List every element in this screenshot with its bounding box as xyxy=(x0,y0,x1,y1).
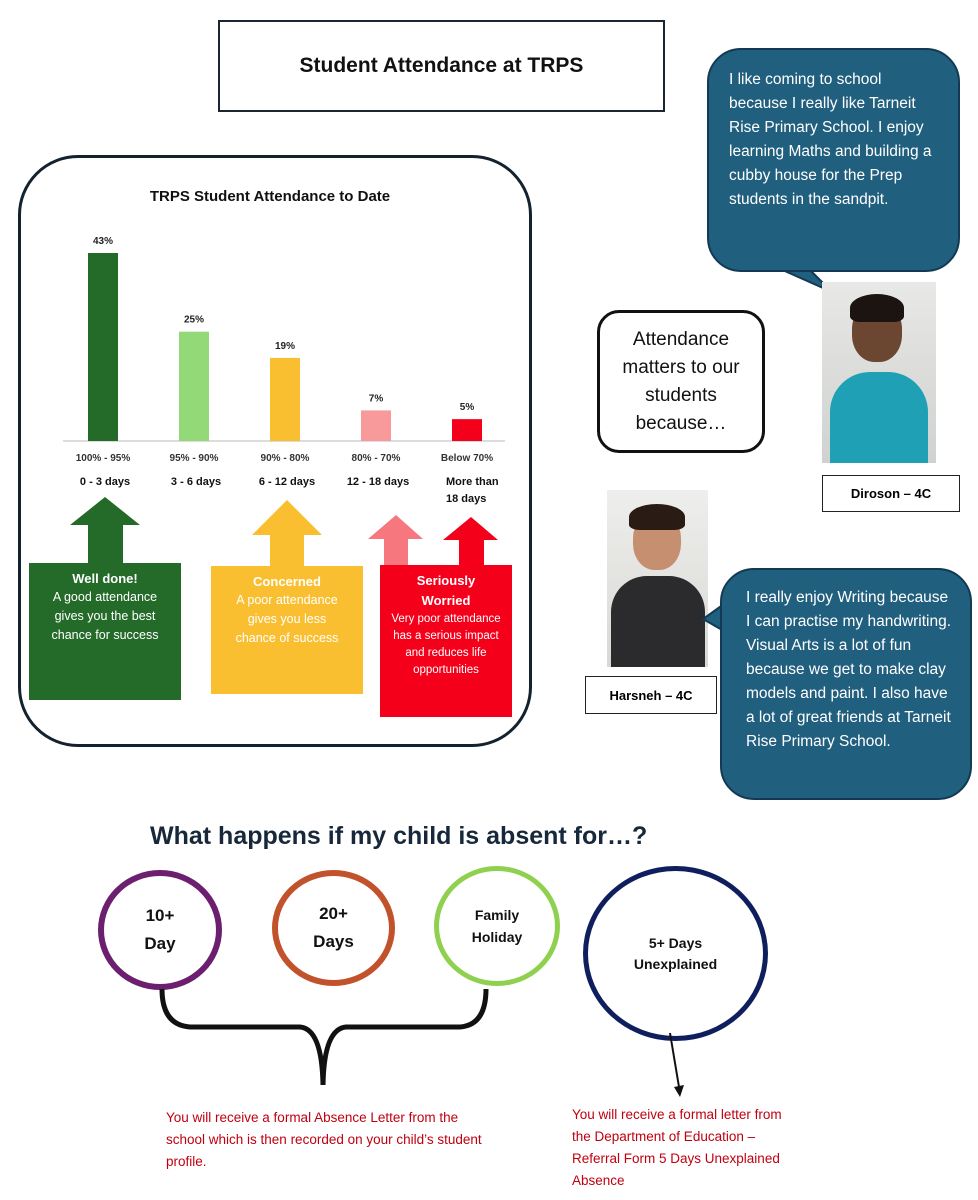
callout-title: Well done! xyxy=(72,571,138,586)
student-photo-harsneh xyxy=(607,490,708,667)
absence-heading: What happens if my child is absent for…? xyxy=(150,822,648,850)
arrow-up-icon xyxy=(252,500,322,566)
student-name-diroson: Diroson – 4C xyxy=(822,475,960,512)
bar xyxy=(452,419,482,441)
bar xyxy=(88,253,118,441)
attendance-matters-text: Attendance matters to our students becau… xyxy=(622,328,740,434)
circle-label: 20+ Days xyxy=(313,904,354,951)
x-tick-label: 100% - 95% xyxy=(76,453,131,464)
circle-5-days-unexplained: 5+ Days Unexplained xyxy=(583,866,768,1041)
circle-label: Family Holiday xyxy=(471,907,523,945)
student-photo-diroson xyxy=(822,282,936,463)
department-letter-text: You will receive a formal letter from th… xyxy=(572,1107,782,1188)
quote-bubble-harsneh: I really enjoy Writing because I can pra… xyxy=(720,568,972,800)
callout-text: A good attendance gives you the best cha… xyxy=(51,590,159,642)
circle-family-holiday: Family Holiday xyxy=(434,866,560,986)
arrow-up-icon xyxy=(70,497,140,565)
brace-icon xyxy=(159,988,489,1086)
bar-value-label: 19% xyxy=(275,341,295,352)
days-label: More than xyxy=(446,476,499,488)
connectors xyxy=(159,988,684,1097)
callout-well-done: Well done! A good attendance gives you t… xyxy=(29,563,181,700)
callout-title: Seriously Worried xyxy=(416,573,476,608)
x-tick-label: 95% - 90% xyxy=(170,453,219,464)
bar-value-label: 25% xyxy=(184,315,204,326)
bar-value-label: 43% xyxy=(93,236,113,247)
bar xyxy=(179,331,209,441)
days-label: 0 - 3 days xyxy=(80,476,130,488)
bar xyxy=(361,410,391,441)
days-label: 12 - 18 days xyxy=(347,476,409,488)
school-letter-text: You will receive a formal Absence Letter… xyxy=(166,1110,482,1169)
callout-seriously-worried: Seriously Worried Very poor attendance h… xyxy=(380,565,512,717)
page-title: Student Attendance at TRPS xyxy=(218,20,665,112)
callout-title: Concerned xyxy=(253,574,321,589)
arrow-up-icon xyxy=(368,515,423,566)
chart-panel xyxy=(18,155,532,747)
circle-10-days: 10+ Day xyxy=(98,870,222,990)
circle-label: 10+ Day xyxy=(144,906,176,953)
callout-text: A poor attendance gives you less chance … xyxy=(235,593,339,645)
days-label: 6 - 12 days xyxy=(259,476,315,488)
arrow-up-icon xyxy=(443,517,498,566)
days-label: 3 - 6 days xyxy=(171,476,221,488)
bar-value-label: 7% xyxy=(369,393,384,404)
arrow-down-icon xyxy=(674,1085,684,1097)
chart-title: TRPS Student Attendance to Date xyxy=(150,188,390,205)
arrow-line xyxy=(669,1032,680,1088)
circle-20-days: 20+ Days xyxy=(272,870,395,986)
attendance-bar-chart: TRPS Student Attendance to Date 43% 100% … xyxy=(63,188,505,505)
circle-label: 5+ Days Unexplained xyxy=(633,934,718,972)
student-name-harsneh: Harsneh – 4C xyxy=(585,676,717,714)
quote-bubble-diroson: I like coming to school because I really… xyxy=(707,48,960,272)
bar xyxy=(270,357,300,441)
callout-concerned: Concerned A poor attendance gives you le… xyxy=(211,566,363,694)
attendance-matters-bubble: Attendance matters to our students becau… xyxy=(597,310,765,453)
days-label: 18 days xyxy=(446,493,486,505)
bar-value-label: 5% xyxy=(460,402,475,413)
callout-text: Very poor attendance has a serious impac… xyxy=(391,613,501,676)
x-tick-label: 80% - 70% xyxy=(352,453,401,464)
x-tick-label: 90% - 80% xyxy=(261,453,310,464)
x-tick-label: Below 70% xyxy=(441,453,493,464)
arrows-layer xyxy=(70,497,498,566)
